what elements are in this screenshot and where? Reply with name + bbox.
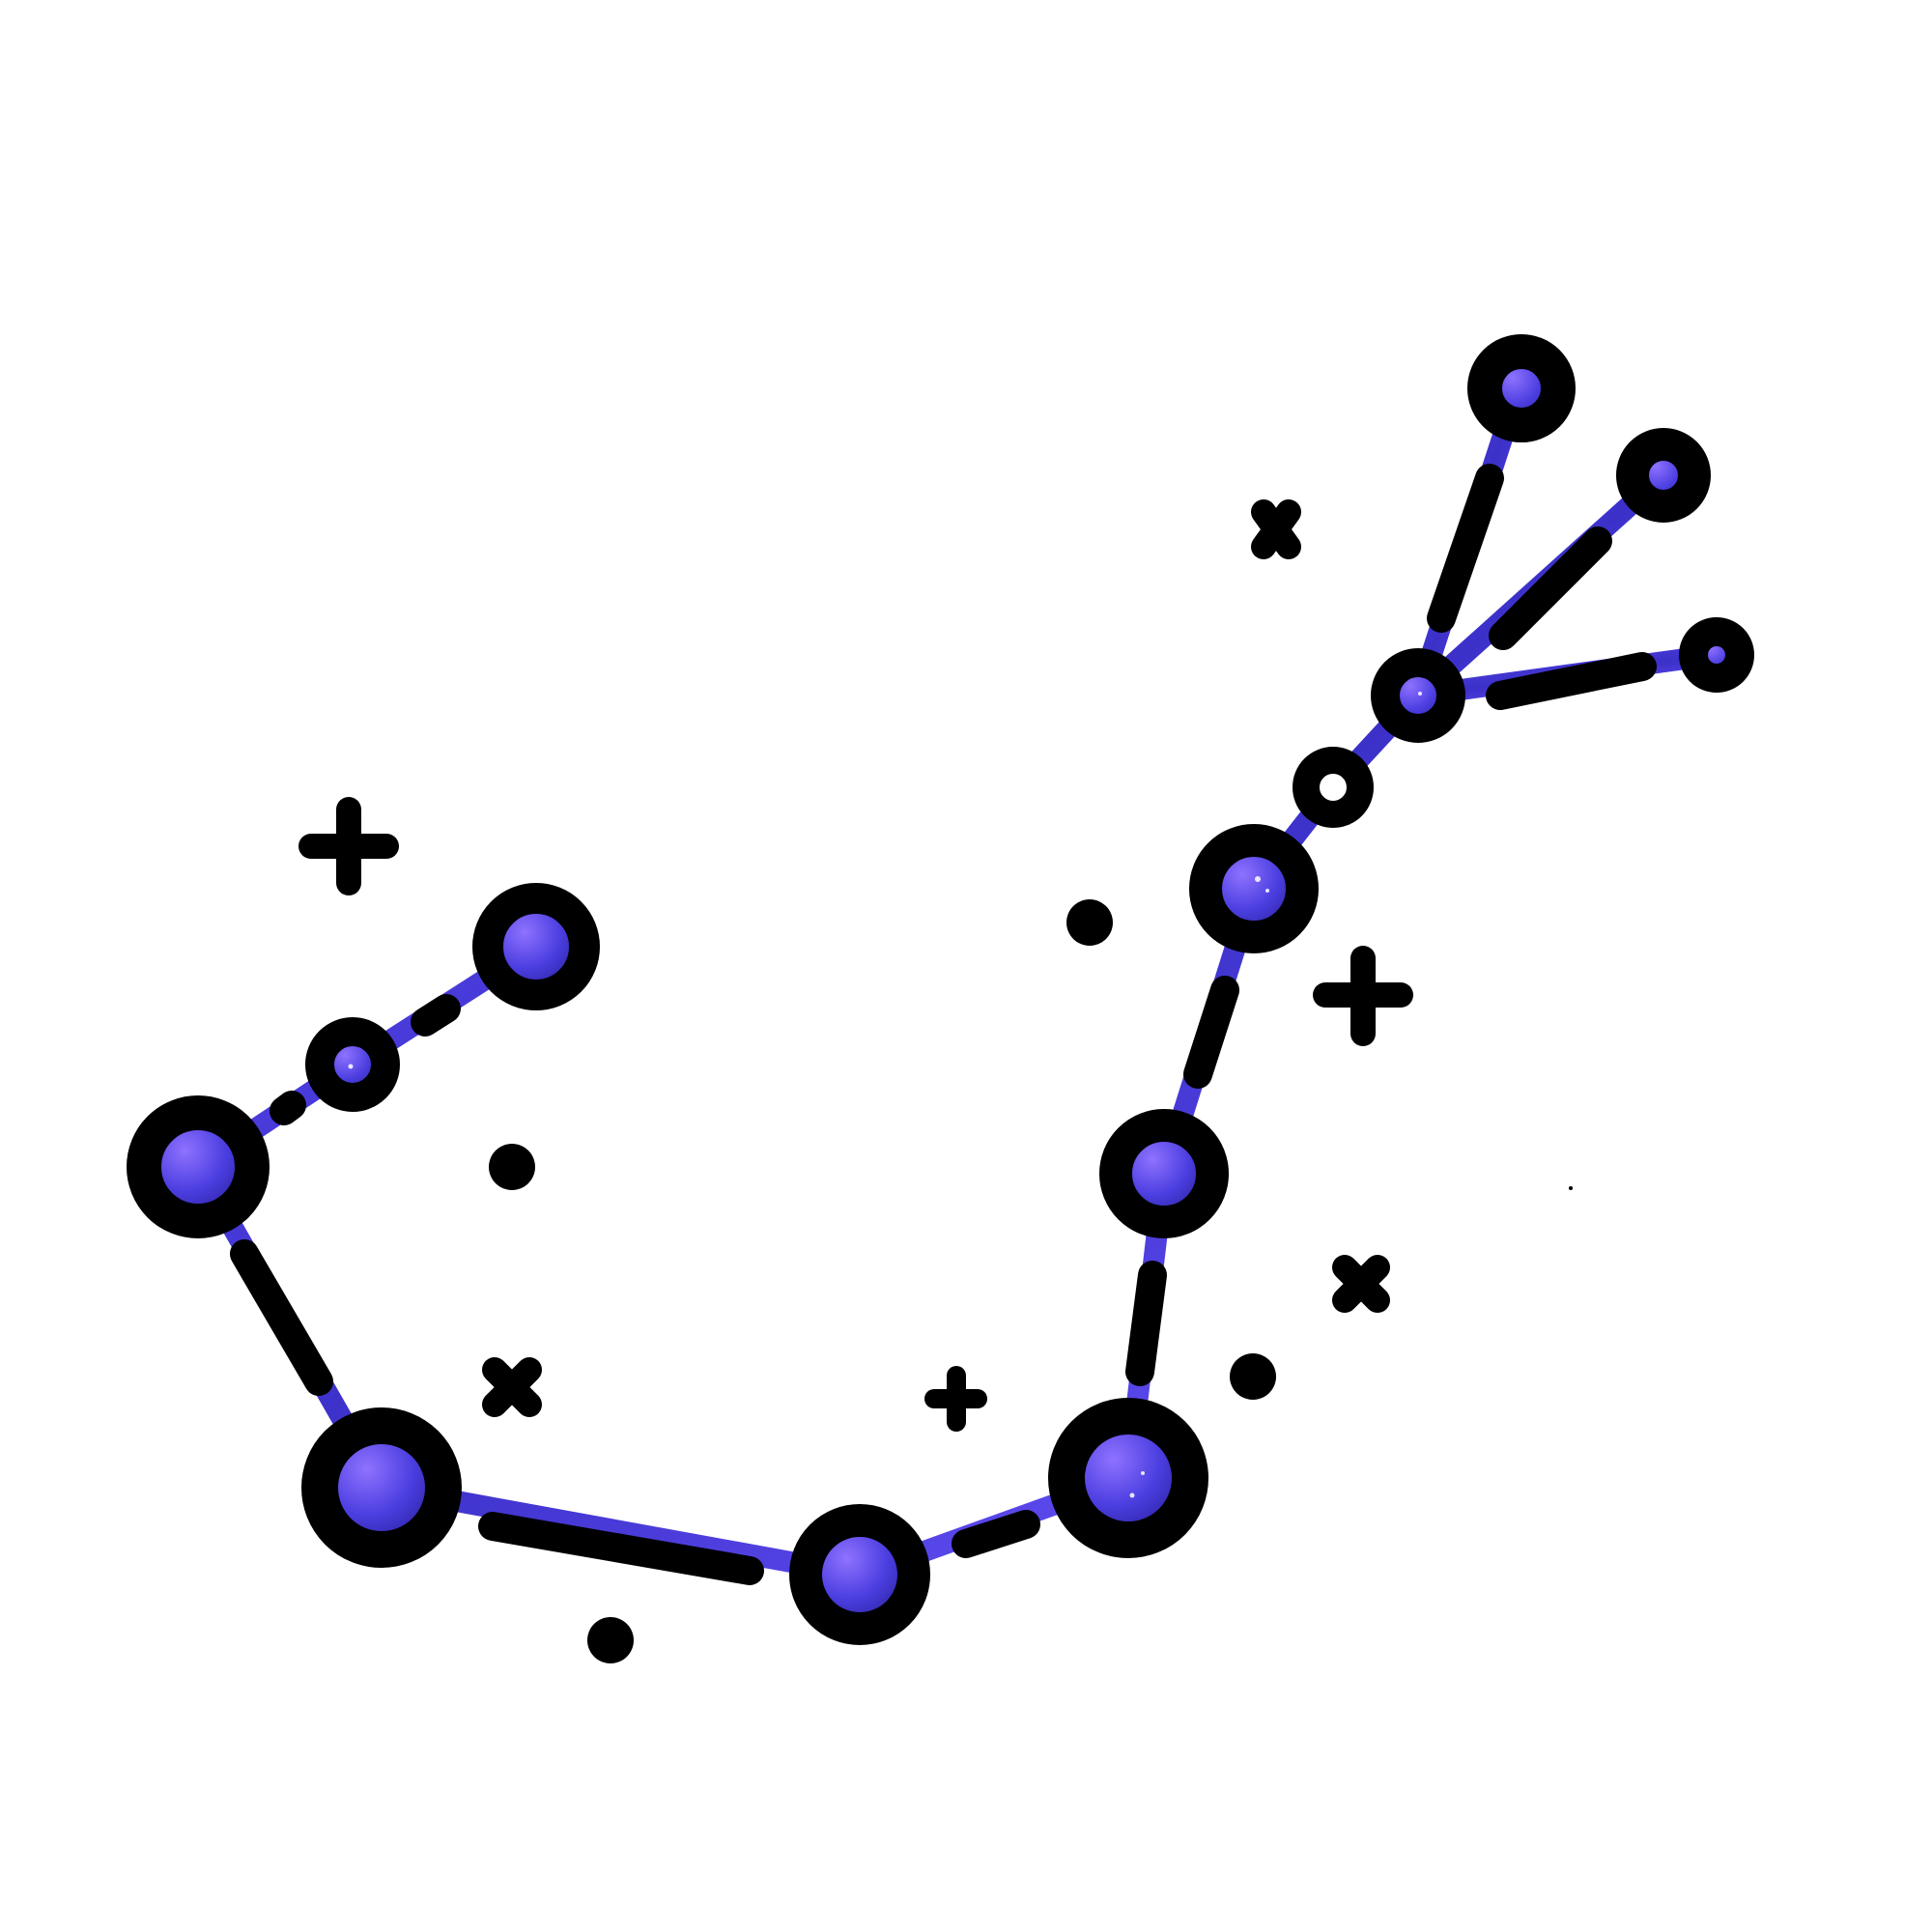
star bbox=[472, 883, 600, 1010]
star bbox=[1371, 648, 1465, 743]
plus-mark bbox=[1313, 946, 1413, 1046]
star bbox=[1099, 1109, 1229, 1238]
dot-mark bbox=[1569, 1186, 1573, 1190]
constellation-stars bbox=[127, 334, 1754, 1645]
star bbox=[1048, 1398, 1208, 1558]
star bbox=[1189, 824, 1319, 953]
star-sparkles bbox=[348, 692, 1422, 1498]
dot-mark bbox=[1066, 899, 1113, 946]
constellation-dashes bbox=[230, 464, 1657, 1585]
dot-marks bbox=[489, 899, 1573, 1663]
star bbox=[1616, 428, 1711, 523]
star bbox=[789, 1504, 930, 1645]
star bbox=[301, 1407, 462, 1568]
cross-mark bbox=[1332, 1255, 1390, 1313]
star bbox=[1679, 617, 1754, 693]
plus-mark bbox=[298, 797, 399, 895]
star bbox=[1467, 334, 1576, 442]
plus-mark bbox=[924, 1366, 987, 1432]
star bbox=[127, 1095, 270, 1238]
star bbox=[1293, 747, 1374, 828]
cross-mark bbox=[482, 1357, 542, 1417]
dot-mark bbox=[587, 1617, 634, 1663]
plus-marks bbox=[298, 797, 1413, 1432]
cross-mark bbox=[1251, 499, 1301, 559]
cross-marks bbox=[482, 499, 1390, 1417]
star bbox=[305, 1017, 400, 1112]
dot-mark bbox=[1230, 1353, 1276, 1400]
dot-mark bbox=[489, 1144, 535, 1190]
